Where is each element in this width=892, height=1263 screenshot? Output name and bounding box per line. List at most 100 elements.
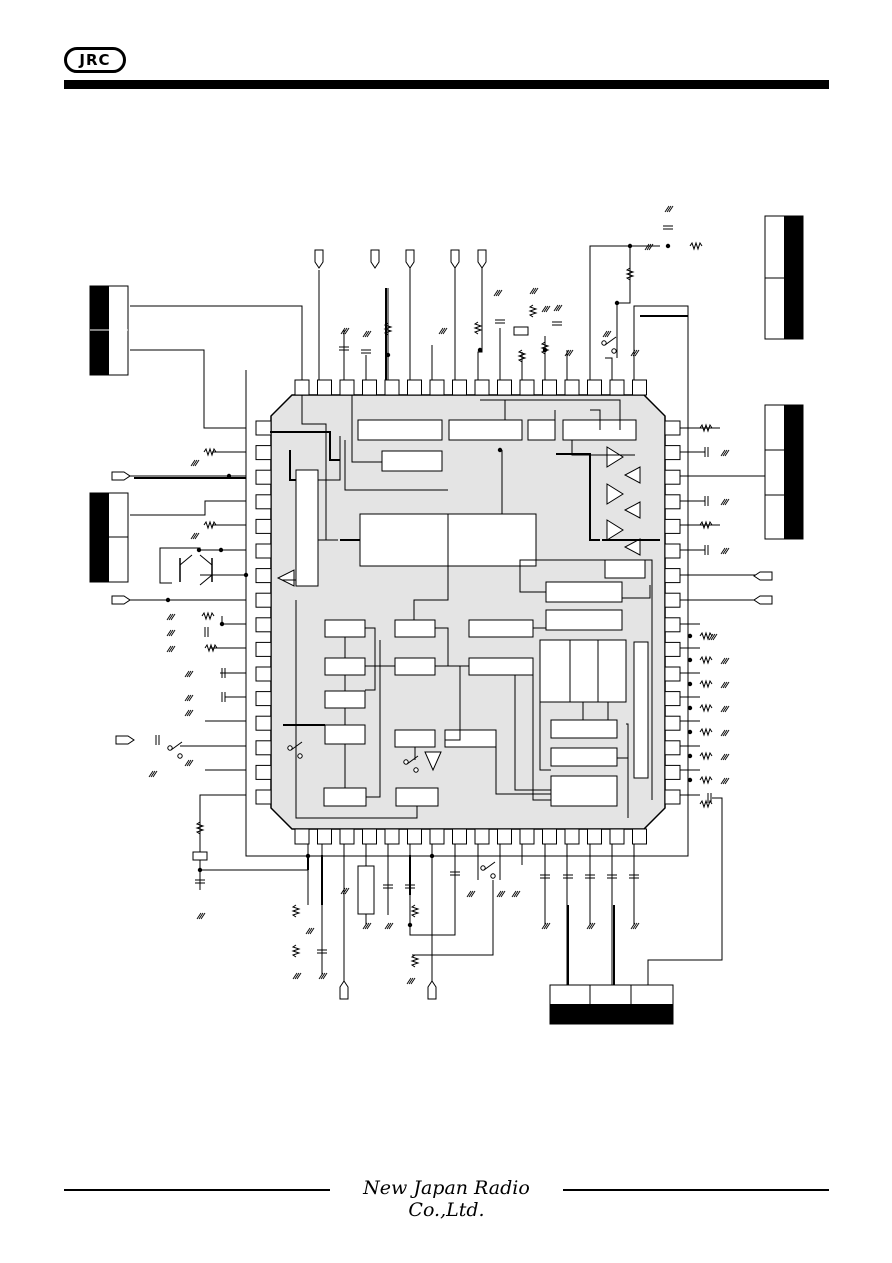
transistor-2-leg-a <box>199 554 213 566</box>
ground-6-2 <box>533 287 539 295</box>
resistor-h-5 <box>204 643 218 653</box>
resistor-v-5 <box>540 341 550 355</box>
ground-8-2 <box>557 304 563 312</box>
junction-20 <box>687 729 693 735</box>
input-terminal-4 <box>450 249 460 269</box>
ground-6-1 <box>531 287 537 295</box>
ground-44-1 <box>722 547 728 555</box>
ground-33-1 <box>588 922 594 930</box>
block-center-left <box>359 513 449 567</box>
terminal-left-1 <box>111 471 131 481</box>
ground-8-0 <box>553 304 559 312</box>
wire-75 <box>351 395 382 463</box>
right-pin-12 <box>664 691 681 707</box>
ground-28-1 <box>408 977 414 985</box>
wire-15 <box>605 357 613 380</box>
ground-44-2 <box>724 547 730 555</box>
ground-7-1 <box>543 305 549 313</box>
top-pin-12 <box>542 379 557 396</box>
ground-36-1 <box>722 657 728 665</box>
junction-17 <box>687 657 693 663</box>
ground-20-0 <box>184 709 190 717</box>
ground-9-0 <box>602 330 608 338</box>
ground-21-0 <box>148 770 154 778</box>
ground-30-0 <box>496 890 502 898</box>
ground-31-1 <box>513 890 519 898</box>
ground-5-1 <box>495 289 501 297</box>
bottom-pin-12 <box>542 828 557 845</box>
top-pin-1 <box>294 379 310 396</box>
ground-46-0 <box>305 927 311 935</box>
ground-32-1 <box>543 922 549 930</box>
terminal-right-1 <box>753 571 773 581</box>
block-c1 <box>324 690 366 709</box>
resistor-v-3 <box>473 321 483 335</box>
left-pin-16 <box>255 789 272 805</box>
ground-7-2 <box>545 305 551 313</box>
bottom-pin-3 <box>339 828 355 845</box>
wire-96 <box>295 600 418 819</box>
ground-41-1 <box>722 777 728 785</box>
switch-ic-1-lever <box>290 741 303 751</box>
ground-18-2 <box>188 670 194 678</box>
internal-blocks <box>276 419 649 807</box>
wire-21 <box>130 500 246 516</box>
bus-wire-1 <box>270 431 340 461</box>
resistor-trim-5 <box>699 727 713 737</box>
amp-3 <box>606 483 624 505</box>
right-pin-7 <box>664 568 681 584</box>
wire-104 <box>590 409 601 430</box>
ground-14-0 <box>190 532 196 540</box>
wire-99 <box>622 585 651 599</box>
ground-2-0 <box>340 327 346 335</box>
ground-34-0 <box>630 922 636 930</box>
wire-50 <box>647 794 723 985</box>
bottom-pin-16 <box>632 828 647 845</box>
ground-23-0 <box>196 912 202 920</box>
ground-11-0 <box>564 349 570 357</box>
wire-9 <box>477 268 483 380</box>
amp-1 <box>606 446 624 468</box>
wire-97 <box>366 640 381 798</box>
block-a1 <box>324 619 366 638</box>
wire-18 <box>130 349 246 429</box>
resistor-trim-8 <box>699 799 713 809</box>
junction-3 <box>614 300 620 306</box>
input-terminal-1 <box>314 249 324 269</box>
right-pin-3 <box>664 469 681 485</box>
ground-40-2 <box>724 753 730 761</box>
ground-32-2 <box>545 922 551 930</box>
right-pin-15 <box>664 764 681 780</box>
right-pin-8 <box>664 592 681 608</box>
block-d3 <box>444 729 497 748</box>
left-pin-12 <box>255 691 272 707</box>
bus-wire-4 <box>556 453 600 541</box>
junction-11 <box>305 853 311 859</box>
block-right-1 <box>545 581 623 603</box>
ground-34-1 <box>632 922 638 930</box>
ground-33-0 <box>586 922 592 930</box>
block-left-mux <box>295 469 319 587</box>
ground-36-2 <box>724 657 730 665</box>
wire-68 <box>412 880 494 956</box>
bottom-pin-14 <box>587 828 602 845</box>
junction-4 <box>385 352 391 358</box>
resistor-h-7 <box>203 520 217 530</box>
block-dac-1 <box>539 639 571 703</box>
right-pin-1 <box>664 420 681 436</box>
ground-37-2 <box>724 681 730 689</box>
right-pin-16 <box>664 789 681 805</box>
ground-10-0 <box>644 243 650 251</box>
ground-14-2 <box>194 532 200 540</box>
junction-16 <box>687 633 693 639</box>
switch-top-a <box>601 340 607 346</box>
ground-43-0 <box>720 498 726 506</box>
wire-77 <box>365 627 376 691</box>
switch-top-lever <box>604 336 617 346</box>
right-pin-9 <box>664 617 681 633</box>
ground-7-0 <box>541 305 547 313</box>
block-e1 <box>550 719 618 739</box>
wire-33 <box>199 794 246 870</box>
left-pin-8 <box>255 592 272 608</box>
ground-37-0 <box>720 681 726 689</box>
